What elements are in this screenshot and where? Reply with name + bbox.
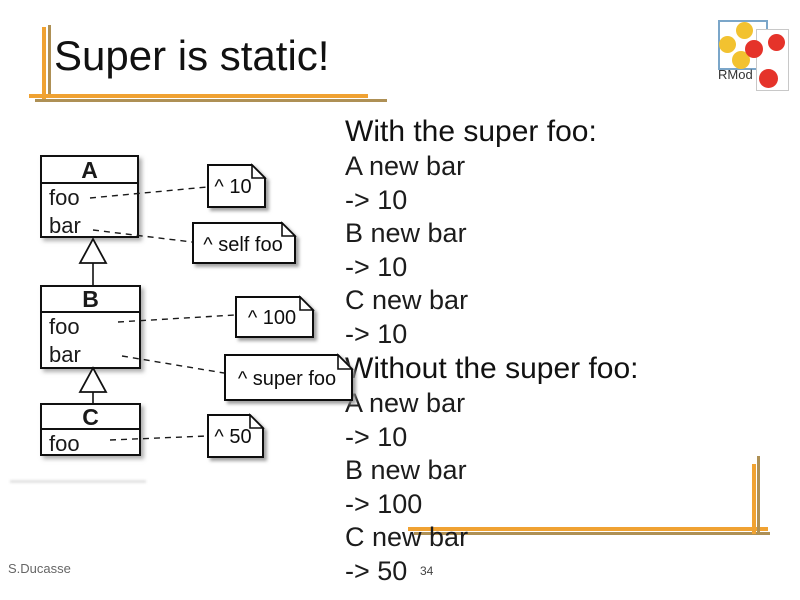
author-name: S.Ducasse [8, 561, 71, 576]
bottom-rule-vertical-orange [752, 464, 756, 534]
bottom-rule-tan [414, 532, 770, 535]
logo-red-dot [745, 40, 763, 58]
result-line: -> 10 [345, 318, 408, 349]
inheritance-arrow-c-to-b [78, 366, 108, 403]
class-box-c: C foo [40, 403, 141, 456]
logo-yellow-dot [719, 36, 736, 53]
faint-gray-line [10, 480, 146, 483]
result-line: C new bar [345, 285, 469, 315]
with-super-heading: With the super foo: [345, 115, 597, 148]
class-box-a: A foo bar [40, 155, 139, 238]
class-name: B [42, 287, 139, 313]
logo-text: RMod [718, 67, 753, 82]
logo-yellow-dot [736, 22, 753, 39]
title-underline-orange [29, 94, 368, 98]
note-text: ^ 10 [214, 176, 251, 198]
note-text: ^ 100 [248, 307, 296, 329]
result-line: -> 10 [345, 251, 408, 282]
page-number: 34 [420, 564, 434, 578]
title-underline-tan [35, 99, 387, 102]
result-line: B new bar [345, 218, 467, 248]
result-line: A new bar [345, 388, 466, 418]
result-line: A new bar [345, 151, 466, 181]
class-box-b: B foo bar [40, 285, 141, 369]
slide-title: Super is static! [54, 32, 330, 79]
logo-red-dot [759, 69, 778, 88]
bottom-rule-orange [408, 527, 768, 531]
title-accent-vertical-orange [42, 27, 46, 100]
result-line: -> 50 [345, 555, 408, 586]
note-return-self-foo: ^ self foo [192, 221, 297, 264]
note-return-10: ^ 10 [207, 163, 267, 208]
note-return-50: ^ 50 [207, 413, 265, 458]
bottom-rule-vertical-tan [757, 456, 760, 534]
note-text: ^ 50 [214, 426, 251, 448]
logo-red-dot [768, 34, 785, 51]
class-method: foo [49, 431, 80, 456]
inheritance-arrow-b-to-a [78, 237, 108, 285]
without-super-heading: Without the super foo: [345, 352, 639, 385]
result-line: -> 10 [345, 184, 408, 215]
logo-yellow-dot [732, 51, 750, 69]
class-method: foo [49, 185, 80, 210]
note-return-100: ^ 100 [235, 295, 315, 338]
result-line: B new bar [345, 455, 467, 485]
result-line: -> 100 [345, 488, 423, 519]
result-line: -> 10 [345, 421, 408, 452]
class-method: foo [49, 314, 80, 339]
title-accent-vertical-tan [48, 25, 51, 94]
rmod-logo: RMod [705, 5, 800, 100]
note-text: ^ self foo [203, 234, 282, 256]
result-line: C new bar [345, 522, 469, 552]
class-name: C [42, 405, 139, 430]
class-name: A [42, 157, 137, 184]
note-text: ^ super foo [238, 368, 336, 390]
class-method: bar [49, 342, 81, 367]
note-return-super-foo: ^ super foo [224, 353, 354, 401]
class-method: bar [49, 213, 81, 238]
